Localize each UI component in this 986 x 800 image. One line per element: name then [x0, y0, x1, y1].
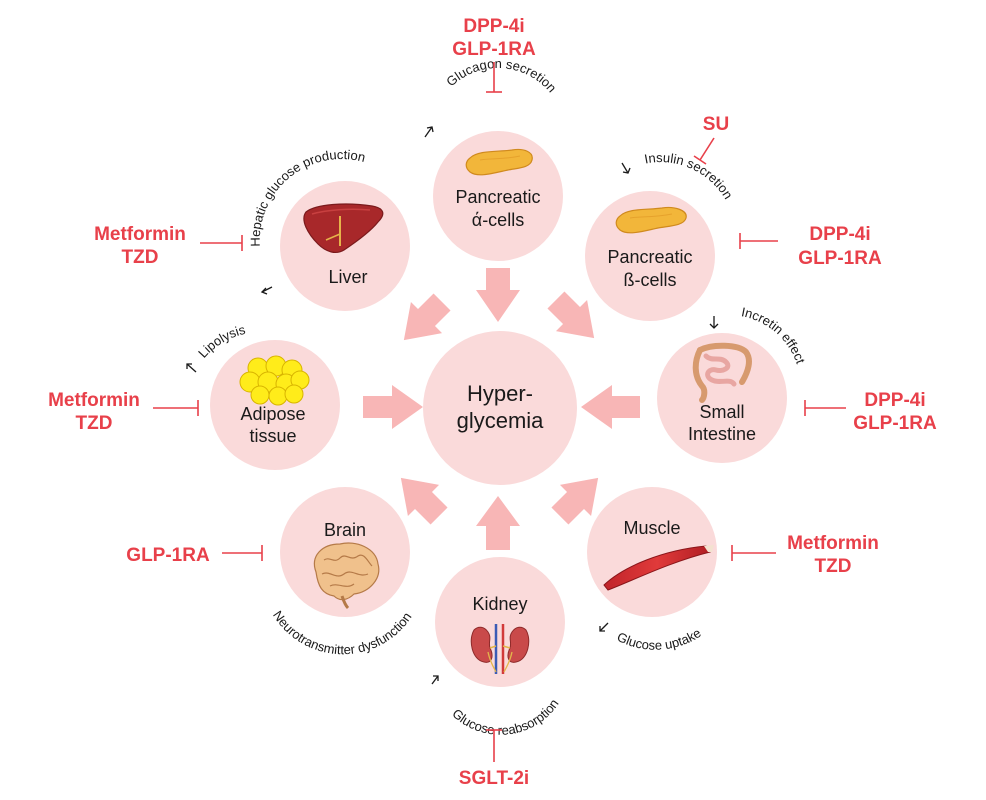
- alpha-label-line1: Pancreatic: [455, 187, 540, 207]
- pancreas-icon: [615, 206, 687, 234]
- adipose-label-line2: tissue: [249, 426, 296, 446]
- up-right-arrow-icon: [431, 675, 439, 685]
- converging-arrows: [363, 268, 640, 550]
- beta-drug-1: DPP-4i: [809, 224, 870, 245]
- center-label-line2: glycemia: [457, 408, 545, 433]
- arrow-from-beta: [547, 291, 595, 339]
- pancreas-icon: [465, 148, 533, 176]
- inhibition-kidney: [486, 729, 502, 762]
- intestine-icon: [692, 342, 752, 403]
- adipose-drug-1: Metformin: [48, 390, 140, 411]
- inhibition-beta-su: [693, 137, 715, 165]
- beta-drug-2: GLP-1RA: [798, 248, 882, 269]
- center-circle: [423, 331, 577, 485]
- liver-drug-1: Metformin: [94, 224, 186, 245]
- kidney-icon: [470, 624, 530, 674]
- node-pancreatic-beta: Pancreatic ß-cells Insulin secretion SU …: [585, 114, 882, 321]
- beta-drug-su: SU: [703, 114, 729, 135]
- inhibition-adipose: [153, 400, 199, 416]
- down-arrow-icon: [709, 316, 719, 329]
- adipose-drug-2: TZD: [76, 413, 113, 434]
- up-arrow-icon: [424, 126, 434, 138]
- arrow-from-muscle: [551, 477, 599, 525]
- node-liver: Liver Hepatic glucose production Metform…: [94, 147, 410, 311]
- node-brain: Brain Neurotransmitter dysfunction GLP-1…: [126, 487, 414, 657]
- alpha-effect: Glucagon secretion: [443, 56, 559, 95]
- intestine-drug-2: GLP-1RA: [853, 413, 937, 434]
- intestine-drug-1: DPP-4i: [864, 390, 925, 411]
- down-left-arrow-icon: [260, 286, 273, 295]
- arrow-from-liver: [403, 293, 451, 341]
- up-left-arrow-icon: [186, 363, 197, 373]
- brain-icon: [313, 542, 380, 610]
- inhibition-beta: [739, 233, 778, 249]
- inhibition-liver: [200, 235, 243, 251]
- arrow-from-kidney: [476, 496, 520, 550]
- intestine-label-line2: Intestine: [688, 424, 756, 444]
- inhibition-muscle: [731, 545, 776, 561]
- muscle-drug-1: Metformin: [787, 533, 879, 554]
- node-pancreatic-alpha: Pancreatic ά-cells Glucagon secretion DP…: [424, 16, 563, 261]
- muscle-icon: [603, 545, 714, 591]
- arrow-from-alpha: [476, 268, 520, 322]
- down-arrow-icon: [621, 162, 631, 174]
- node-small-intestine: Small Intestine Incretin effect DPP-4i G…: [657, 304, 937, 463]
- down-left-arrow-icon: [599, 622, 609, 632]
- node-adipose: Adipose tissue Lipolysis Metformin TZD: [48, 322, 340, 470]
- beta-label-line1: Pancreatic: [607, 247, 692, 267]
- arrow-from-intestine: [581, 385, 640, 429]
- node-kidney: Kidney Glucose reabsorption SGLT-2i: [431, 557, 565, 789]
- muscle-label: Muscle: [623, 518, 680, 538]
- liver-label: Liver: [328, 267, 367, 287]
- muscle-drug-2: TZD: [815, 556, 852, 577]
- kidney-effect: Glucose reabsorption: [449, 696, 561, 738]
- kidney-circle: [435, 557, 565, 687]
- center-node: Hyper- glycemia: [423, 331, 577, 485]
- alpha-label-line2: ά-cells: [472, 210, 524, 230]
- alpha-drug-2: GLP-1RA: [452, 39, 536, 60]
- node-muscle: Muscle Glucose uptake Metformin TZD: [587, 487, 879, 653]
- kidney-label: Kidney: [472, 594, 527, 614]
- arrow-from-brain: [400, 477, 448, 525]
- adipose-label-line1: Adipose: [240, 404, 305, 424]
- liver-drug-2: TZD: [122, 247, 159, 268]
- inhibition-brain: [222, 545, 263, 561]
- intestine-label-line1: Small: [699, 402, 744, 422]
- inhibition-intestine: [804, 400, 846, 416]
- beta-label-line2: ß-cells: [624, 270, 677, 290]
- muscle-effect: Glucose uptake: [615, 625, 704, 653]
- brain-label: Brain: [324, 520, 366, 540]
- liver-icon: [303, 203, 384, 254]
- kidney-drug-1: SGLT-2i: [459, 768, 529, 789]
- arrow-from-adipose: [363, 385, 423, 429]
- brain-drug-1: GLP-1RA: [126, 545, 210, 566]
- alpha-drug-1: DPP-4i: [463, 16, 524, 37]
- inhibition-alpha: [486, 62, 502, 93]
- fat-cells-icon: [239, 355, 310, 406]
- intestine-circle: [657, 333, 787, 463]
- center-label-line1: Hyper-: [467, 381, 533, 406]
